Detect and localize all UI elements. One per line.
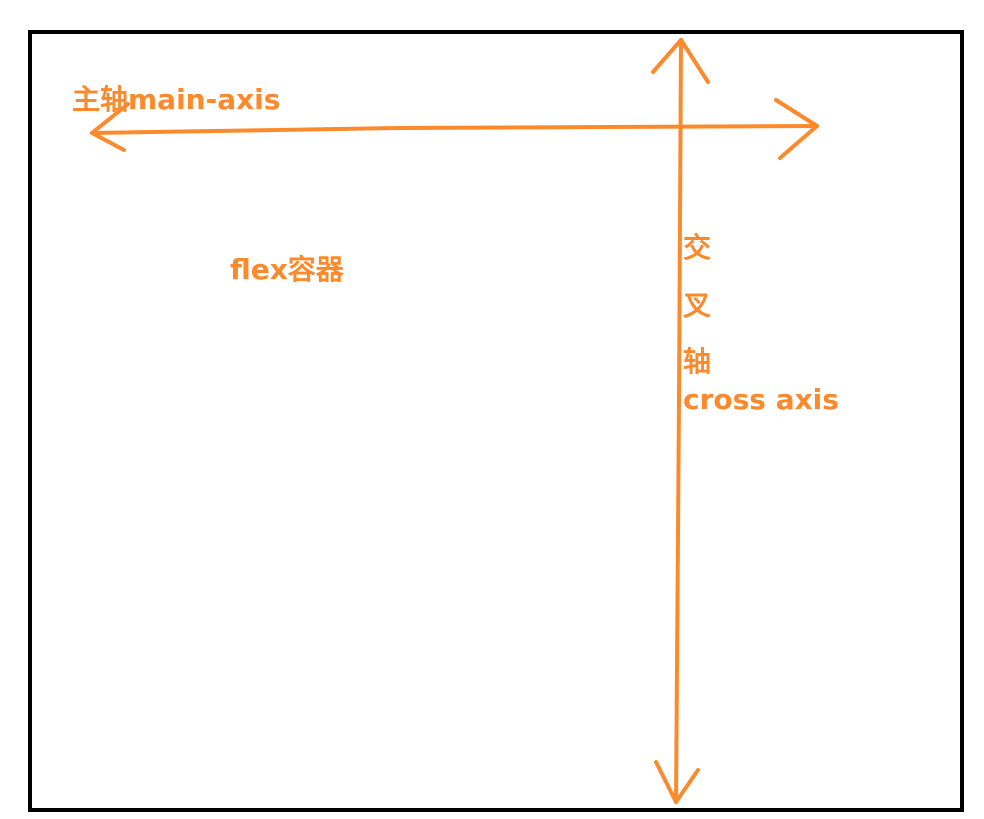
axis-strokes xyxy=(90,38,819,804)
cross-axis-bottom-arrowhead xyxy=(654,760,700,804)
main-axis-right-arrowhead xyxy=(774,98,819,160)
main-axis-left-arrowhead xyxy=(90,102,130,152)
cross-axis-char-2: 叉 xyxy=(683,289,712,322)
cross-axis-char-1: 交 xyxy=(683,231,712,264)
main-axis-label: 主轴main-axis xyxy=(72,83,281,116)
flex-container-box xyxy=(28,30,964,812)
cross-axis-top-arrowhead xyxy=(651,38,710,84)
main-axis-line xyxy=(90,124,819,135)
cross-axis-line xyxy=(674,38,683,804)
flex-container-label: flex容器 xyxy=(230,253,344,286)
cross-axis-char-3: 轴 xyxy=(683,345,712,378)
cross-axis-label: cross axis xyxy=(683,383,839,416)
